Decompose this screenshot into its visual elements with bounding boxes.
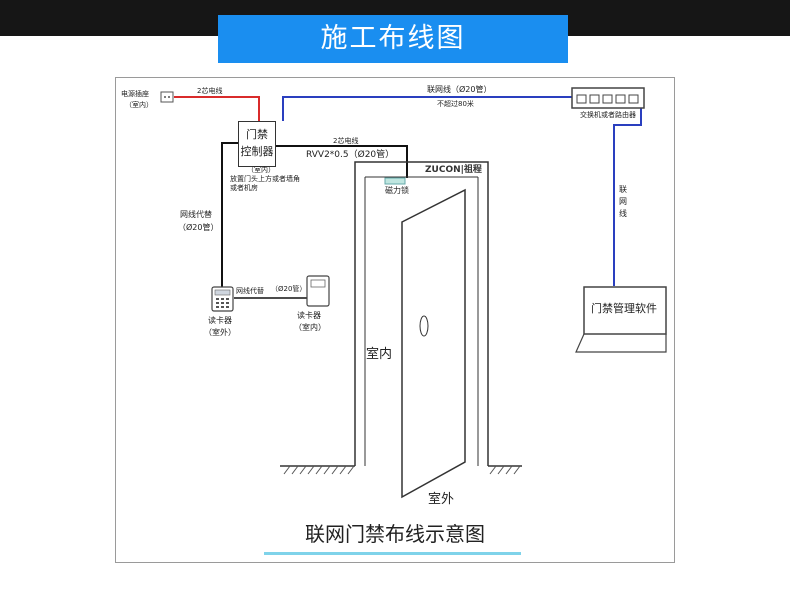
outdoor-label: 室外 bbox=[428, 492, 455, 507]
maglock-label: 磁力锁 bbox=[385, 186, 409, 195]
door-leaf bbox=[401, 188, 466, 499]
network-line-label: 联网线（Ø20管） bbox=[427, 85, 492, 94]
power-socket-label: 电源插座 bbox=[121, 90, 149, 98]
controller-label-line2: 控制器 bbox=[240, 145, 274, 158]
switch-label: 交换机或者路由器 bbox=[580, 111, 636, 119]
lock-cable-spec: RVV2*0.5（Ø20管） bbox=[306, 150, 395, 160]
controller-note-3: 或者机房 bbox=[230, 184, 258, 192]
reader-2-label: 读卡器 bbox=[297, 311, 321, 320]
net-replace-pipe: （Ø20管） bbox=[178, 223, 219, 232]
door-handle bbox=[419, 315, 429, 337]
controller-note-1: （室内） bbox=[247, 166, 275, 174]
software-monitor bbox=[583, 286, 667, 335]
indoor-label: 室内 bbox=[366, 347, 393, 362]
network-line-note: 不超过80米 bbox=[437, 100, 474, 108]
caption-underline bbox=[264, 552, 521, 555]
software-label: 门禁管理软件 bbox=[591, 302, 657, 315]
reader-wire bbox=[221, 142, 238, 288]
controller-label-line1: 门禁 bbox=[246, 128, 268, 141]
power-socket-icon bbox=[160, 91, 174, 103]
network-vertical-label: 联网线 bbox=[619, 185, 627, 218]
door-frame bbox=[354, 161, 489, 466]
power-socket-sublabel: （室内） bbox=[125, 101, 153, 109]
reader-cable-pipe: （Ø20管） bbox=[271, 285, 307, 293]
page-title-banner: 施工布线图 bbox=[218, 15, 568, 63]
reader-1-label: 读卡器 bbox=[208, 316, 232, 325]
network-wire-top bbox=[282, 96, 573, 121]
wire-2core-top-label: 2芯电线 bbox=[197, 87, 223, 95]
brand-label: ZUCON|祖程 bbox=[425, 165, 482, 175]
diagram-frame bbox=[115, 77, 675, 563]
reader-1-sublabel: （室外） bbox=[204, 328, 236, 337]
lock-wire bbox=[274, 145, 408, 178]
net-replace-label: 网线代替 bbox=[180, 210, 212, 219]
diagram-caption: 联网门禁布线示意图 bbox=[305, 522, 485, 546]
controller-note-2: 放置门头上方或者墙角 bbox=[230, 175, 300, 183]
access-controller: 门禁 控制器 bbox=[238, 121, 276, 167]
reader-2-sublabel: （室内） bbox=[294, 323, 326, 332]
network-wire-vertical bbox=[613, 104, 642, 286]
wire-2core-lock-label: 2芯电线 bbox=[333, 137, 359, 145]
reader-cable-label: 网线代替 bbox=[236, 287, 264, 295]
maglock-icon bbox=[384, 177, 406, 185]
power-wire bbox=[174, 96, 260, 121]
